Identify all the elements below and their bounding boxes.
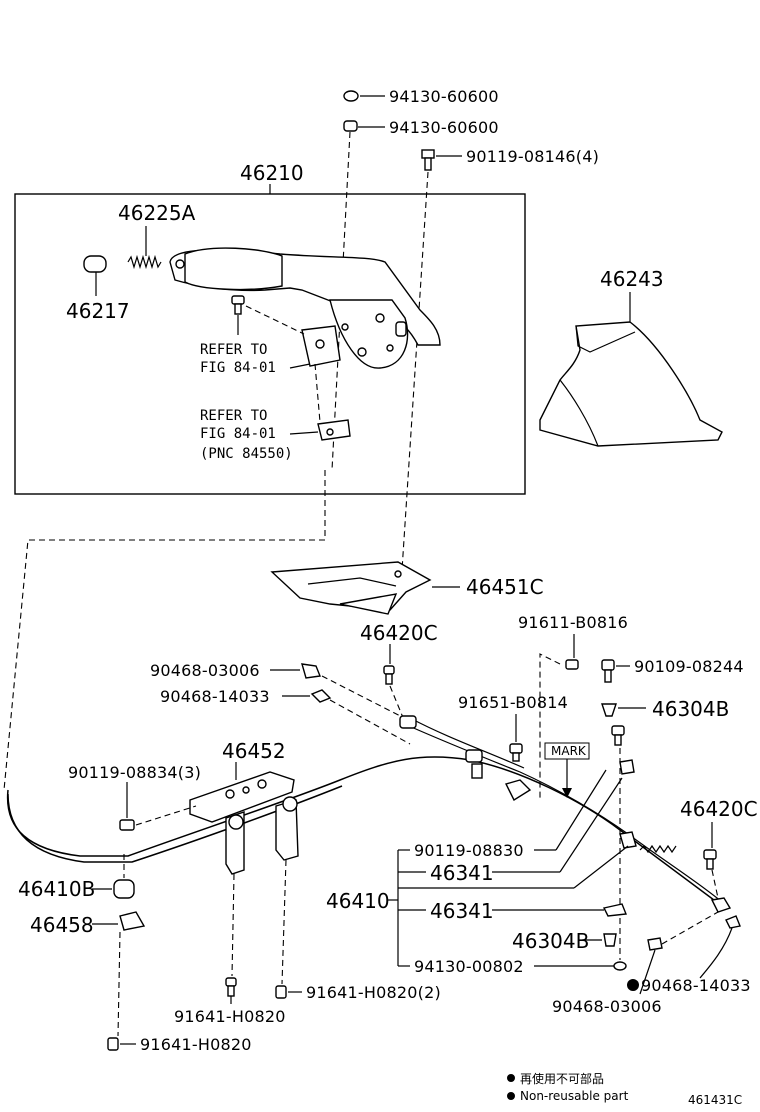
label-spring: 46225A [118,201,196,225]
legend-jp: 再使用不可部品 [520,1071,604,1086]
nut-top-1 [343,90,385,102]
label-bolt-bottom-3: 91641-H0820 [140,1035,252,1054]
cable-equalizer [399,715,532,802]
ref-text-1b: FIG 84-01 [200,360,276,376]
label-bolt-r1: 91611-B0816 [518,613,628,632]
brake-cable [6,717,723,907]
bracket [189,762,299,875]
clamp-2 [602,903,627,917]
bolt-left [119,782,197,831]
label-clamp-1: 46341 [430,861,494,885]
lever-plate [270,561,460,615]
bolt-top [421,149,462,171]
label-bolt-cable: 90119-08830 [414,841,524,860]
non-reusable-marker-clip-c [627,979,639,991]
cushion [92,879,135,899]
clip-a [270,663,413,723]
label-grommet-bottom: 46304B [512,929,589,953]
label-bolt-left: 90119-08834(3) [68,763,201,782]
bolt-bottom-2 [275,859,302,999]
legend-bullet-jp [507,1074,515,1082]
label-clip-b: 90468-14033 [160,687,270,706]
label-cable-assy: 46410 [326,889,390,913]
knob [83,255,107,296]
grommet-top [601,703,646,717]
label-nut-bottom: 94130-00802 [414,957,524,976]
label-bolt-bottom-1: 91641-H0820 [174,1007,286,1026]
label-clamp-2: 46341 [430,899,494,923]
bolt-r2 [601,659,630,683]
clip-d [639,911,719,995]
clamp-1 [619,759,637,849]
clamp-right [703,822,732,913]
label-bolt-top: 90119-08146(4) [466,147,599,166]
bolt-bottom-3 [107,1037,136,1051]
nut-bottom [613,961,627,971]
bolt-r3 [509,714,523,762]
clamp-left [383,644,405,721]
label-plate: 46451C [466,575,544,599]
label-clip-a: 90468-03006 [150,661,260,680]
grommet-bottom [603,933,617,947]
label-clamp-right: 46420C [680,797,758,821]
ref-text-2a: REFER TO [200,408,267,424]
legend-en: Non-reusable part [520,1089,629,1103]
legend-bullet-en [507,1092,515,1100]
label-bolt-r3: 91651-B0814 [458,693,568,712]
clip-b [282,689,411,745]
bolt-r1 [565,634,579,670]
switch-part [317,419,351,441]
guide [92,911,146,931]
lever-bolt [231,295,305,335]
bolt-r4 [611,725,625,746]
assembly-label: 46210 [240,161,304,185]
ref-text-2b: FIG 84-01 [200,426,276,442]
label-boot: 46243 [600,267,664,291]
label-bolt-bottom-2: 91641-H0820(2) [306,983,441,1002]
label-knob: 46217 [66,299,130,323]
nut-top-2 [343,120,385,132]
console-boot [539,292,723,447]
bolt-bottom-1 [225,873,237,1004]
label-nut-top-1: 94130-60600 [389,87,499,106]
label-bolt-r2: 90109-08244 [634,657,744,676]
label-grommet-top: 46304B [652,697,729,721]
label-guide: 46458 [30,913,94,937]
label-clip-d: 90468-03006 [552,997,662,1016]
label-bracket: 46452 [222,739,286,763]
label-clip-c: 90468-14033 [641,976,751,995]
callout-tree [388,769,629,967]
label-nut-top-2: 94130-60600 [389,118,499,137]
ref-text-2c: (PNC 84550) [200,446,293,462]
ref-text-1a: REFER TO [200,342,267,358]
clip-c [699,915,741,979]
label-clamp-left: 46420C [360,621,438,645]
parking-brake-lever [169,247,441,369]
figure-id: 461431C [688,1093,742,1107]
mark-tag [544,742,590,798]
spring [127,226,162,270]
label-cushion: 46410B [18,877,95,901]
label-mark: MARK [551,744,587,758]
